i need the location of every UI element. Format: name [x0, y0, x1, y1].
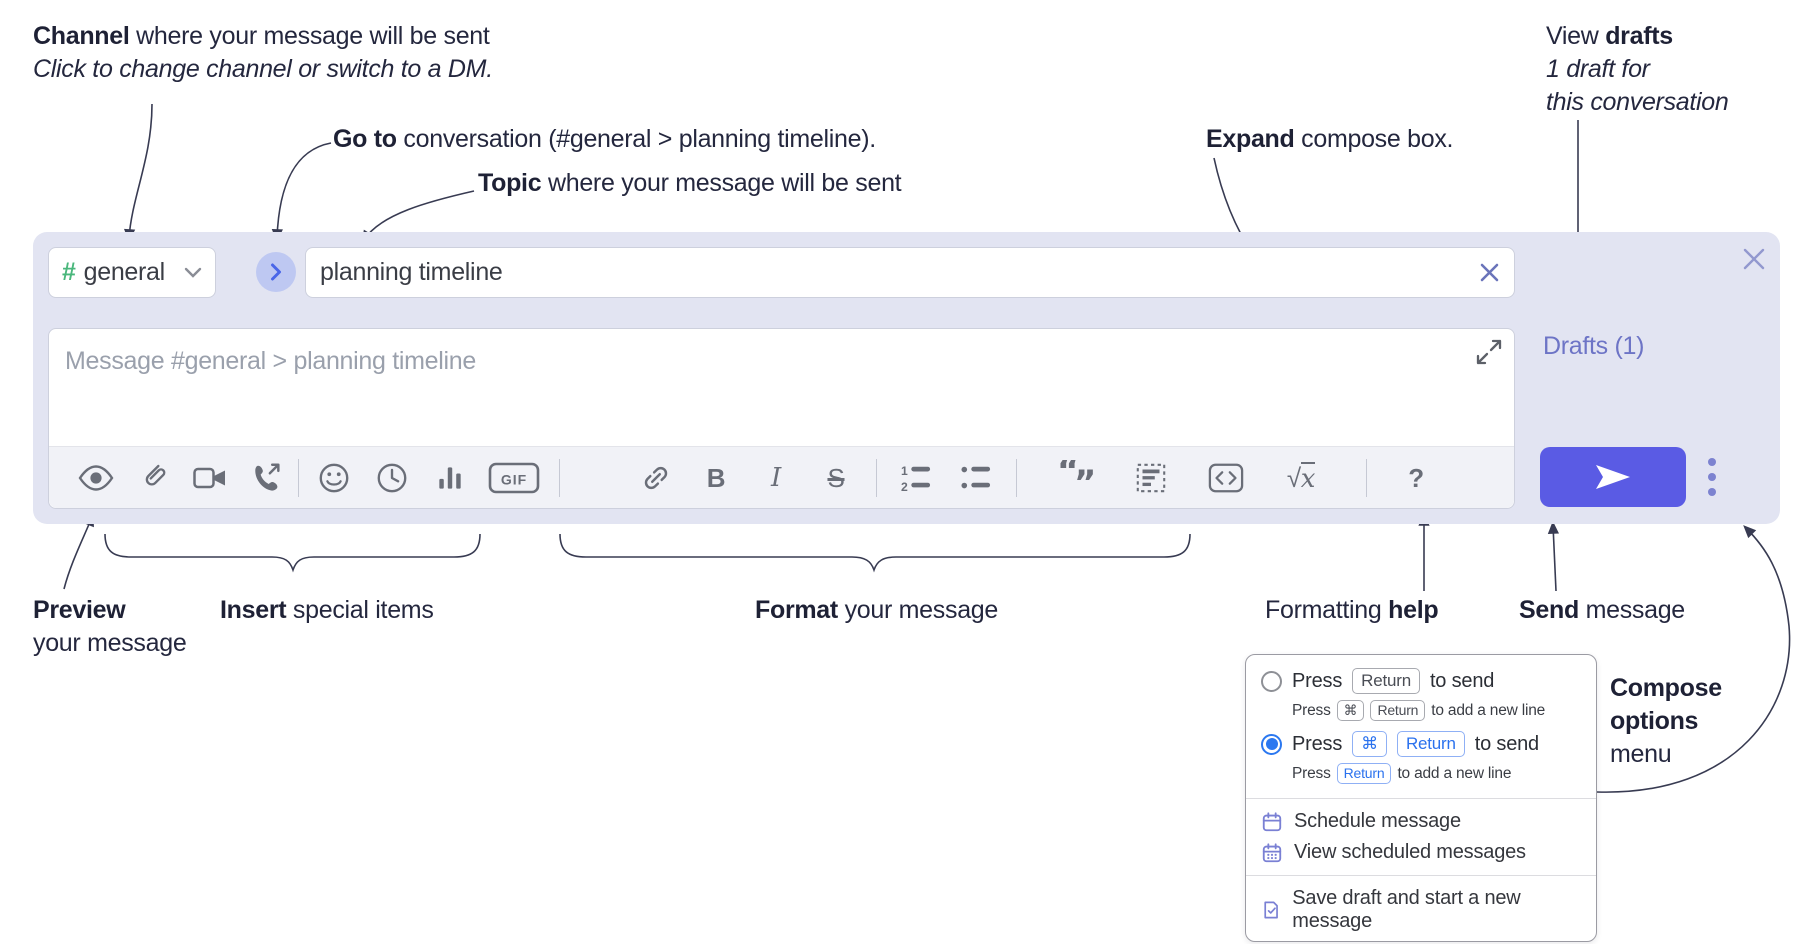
topic-input[interactable]: planning timeline	[305, 247, 1515, 298]
message-placeholder: Message #general > planning timeline	[65, 347, 477, 375]
cmd-key: ⌘	[1352, 731, 1387, 757]
cmd-key: ⌘	[1336, 700, 1365, 721]
message-formatting-help-icon[interactable]: ?	[1408, 462, 1424, 493]
spoiler-icon[interactable]	[1129, 456, 1173, 500]
svg-text:2: 2	[901, 480, 908, 493]
goto-annotation: Go to conversation (#general > planning …	[333, 125, 876, 153]
preview-icon[interactable]	[74, 456, 118, 500]
send-button[interactable]	[1540, 447, 1686, 507]
compose-box: # general planning timeline Message #gen…	[33, 232, 1780, 524]
drafts-link[interactable]: Drafts (1)	[1543, 332, 1645, 360]
emoji-icon[interactable]	[312, 456, 356, 500]
return-key: Return	[1352, 668, 1420, 694]
math-icon[interactable]: √x	[1286, 461, 1316, 494]
popup-divider	[1246, 875, 1596, 876]
gif-icon[interactable]: GIF	[486, 456, 542, 500]
view-drafts-annotation: View drafts 1 draft for this conversatio…	[1546, 22, 1729, 116]
topic-value: planning timeline	[320, 258, 503, 286]
poll-icon[interactable]	[428, 456, 472, 500]
popup-divider	[1246, 798, 1596, 799]
save-draft-item[interactable]: Save draft and start a new message	[1246, 883, 1596, 937]
video-call-icon[interactable]	[188, 456, 232, 500]
clear-topic-icon[interactable]	[1479, 262, 1500, 283]
view-scheduled-messages-item[interactable]: View scheduled messages	[1246, 837, 1596, 868]
toolbar-divider	[298, 459, 299, 497]
enter-sends-subtext: Press ⌘ Return to add a new line	[1246, 697, 1596, 728]
toolbar-divider	[1366, 459, 1367, 497]
bulleted-list-icon[interactable]	[954, 456, 998, 500]
message-area[interactable]: Message #general > planning timeline	[48, 328, 1515, 509]
code-icon[interactable]	[1204, 456, 1248, 500]
toolbar-divider	[876, 459, 877, 497]
toolbar-divider	[559, 459, 560, 497]
draft-check-icon	[1264, 901, 1278, 919]
svg-text:1: 1	[901, 464, 908, 478]
return-key: Return	[1396, 731, 1465, 757]
channel-name: general	[83, 258, 166, 286]
italic-icon[interactable]: I	[771, 463, 781, 493]
enter-sends-option[interactable]: Press Return to send	[1246, 665, 1596, 697]
calendar-grid-icon	[1262, 842, 1282, 862]
chevron-right-icon	[271, 263, 281, 281]
topic-annotation: Topic where your message will be sent	[478, 169, 902, 197]
bold-icon[interactable]: B	[706, 462, 726, 493]
expand-annotation: Expand compose box.	[1206, 125, 1454, 153]
channel-annotation: Channel where your message will be sent …	[33, 22, 493, 83]
cmd-enter-sends-option[interactable]: Press ⌘ Return to send	[1246, 728, 1596, 760]
return-key: Return	[1370, 700, 1426, 721]
channel-hash-icon: #	[62, 258, 76, 286]
svg-text:”: ”	[1074, 463, 1096, 496]
attach-file-icon[interactable]	[131, 456, 175, 500]
close-compose-icon[interactable]	[1741, 246, 1767, 272]
strikethrough-icon[interactable]: S	[827, 462, 845, 493]
quote-icon[interactable]: “”	[1054, 456, 1098, 500]
compose-options-menu-button[interactable]	[1705, 458, 1719, 496]
format-annotation: Format your message	[755, 596, 999, 624]
compose-options-popup: Press Return to send Press ⌘ Return to a…	[1245, 654, 1597, 942]
return-key: Return	[1336, 763, 1392, 784]
channel-selector[interactable]: # general	[48, 247, 216, 298]
chevron-down-icon	[184, 267, 202, 278]
go-to-conversation-button[interactable]	[256, 252, 296, 292]
formatting-help-annotation: Formatting help	[1265, 596, 1439, 624]
calendar-icon	[1262, 811, 1282, 831]
toolbar-divider	[1016, 459, 1017, 497]
schedule-message-item[interactable]: Schedule message	[1246, 806, 1596, 837]
expand-compose-icon[interactable]	[1476, 339, 1502, 365]
radio-selected[interactable]	[1261, 733, 1282, 755]
preview-annotation: Preview your message	[33, 596, 187, 657]
send-message-annotation: Send message	[1519, 596, 1685, 624]
radio-unselected[interactable]	[1261, 670, 1282, 692]
link-icon[interactable]	[634, 456, 678, 500]
svg-text:“: “	[1057, 460, 1079, 491]
cmd-enter-sends-subtext: Press Return to add a new line	[1246, 760, 1596, 791]
send-icon	[1596, 465, 1630, 489]
global-time-icon[interactable]	[370, 456, 414, 500]
compose-options-annotation: Compose options menu	[1610, 674, 1722, 768]
insert-annotation: Insert special items	[220, 596, 434, 624]
svg-text:GIF: GIF	[501, 472, 527, 488]
voice-call-icon[interactable]	[245, 456, 289, 500]
